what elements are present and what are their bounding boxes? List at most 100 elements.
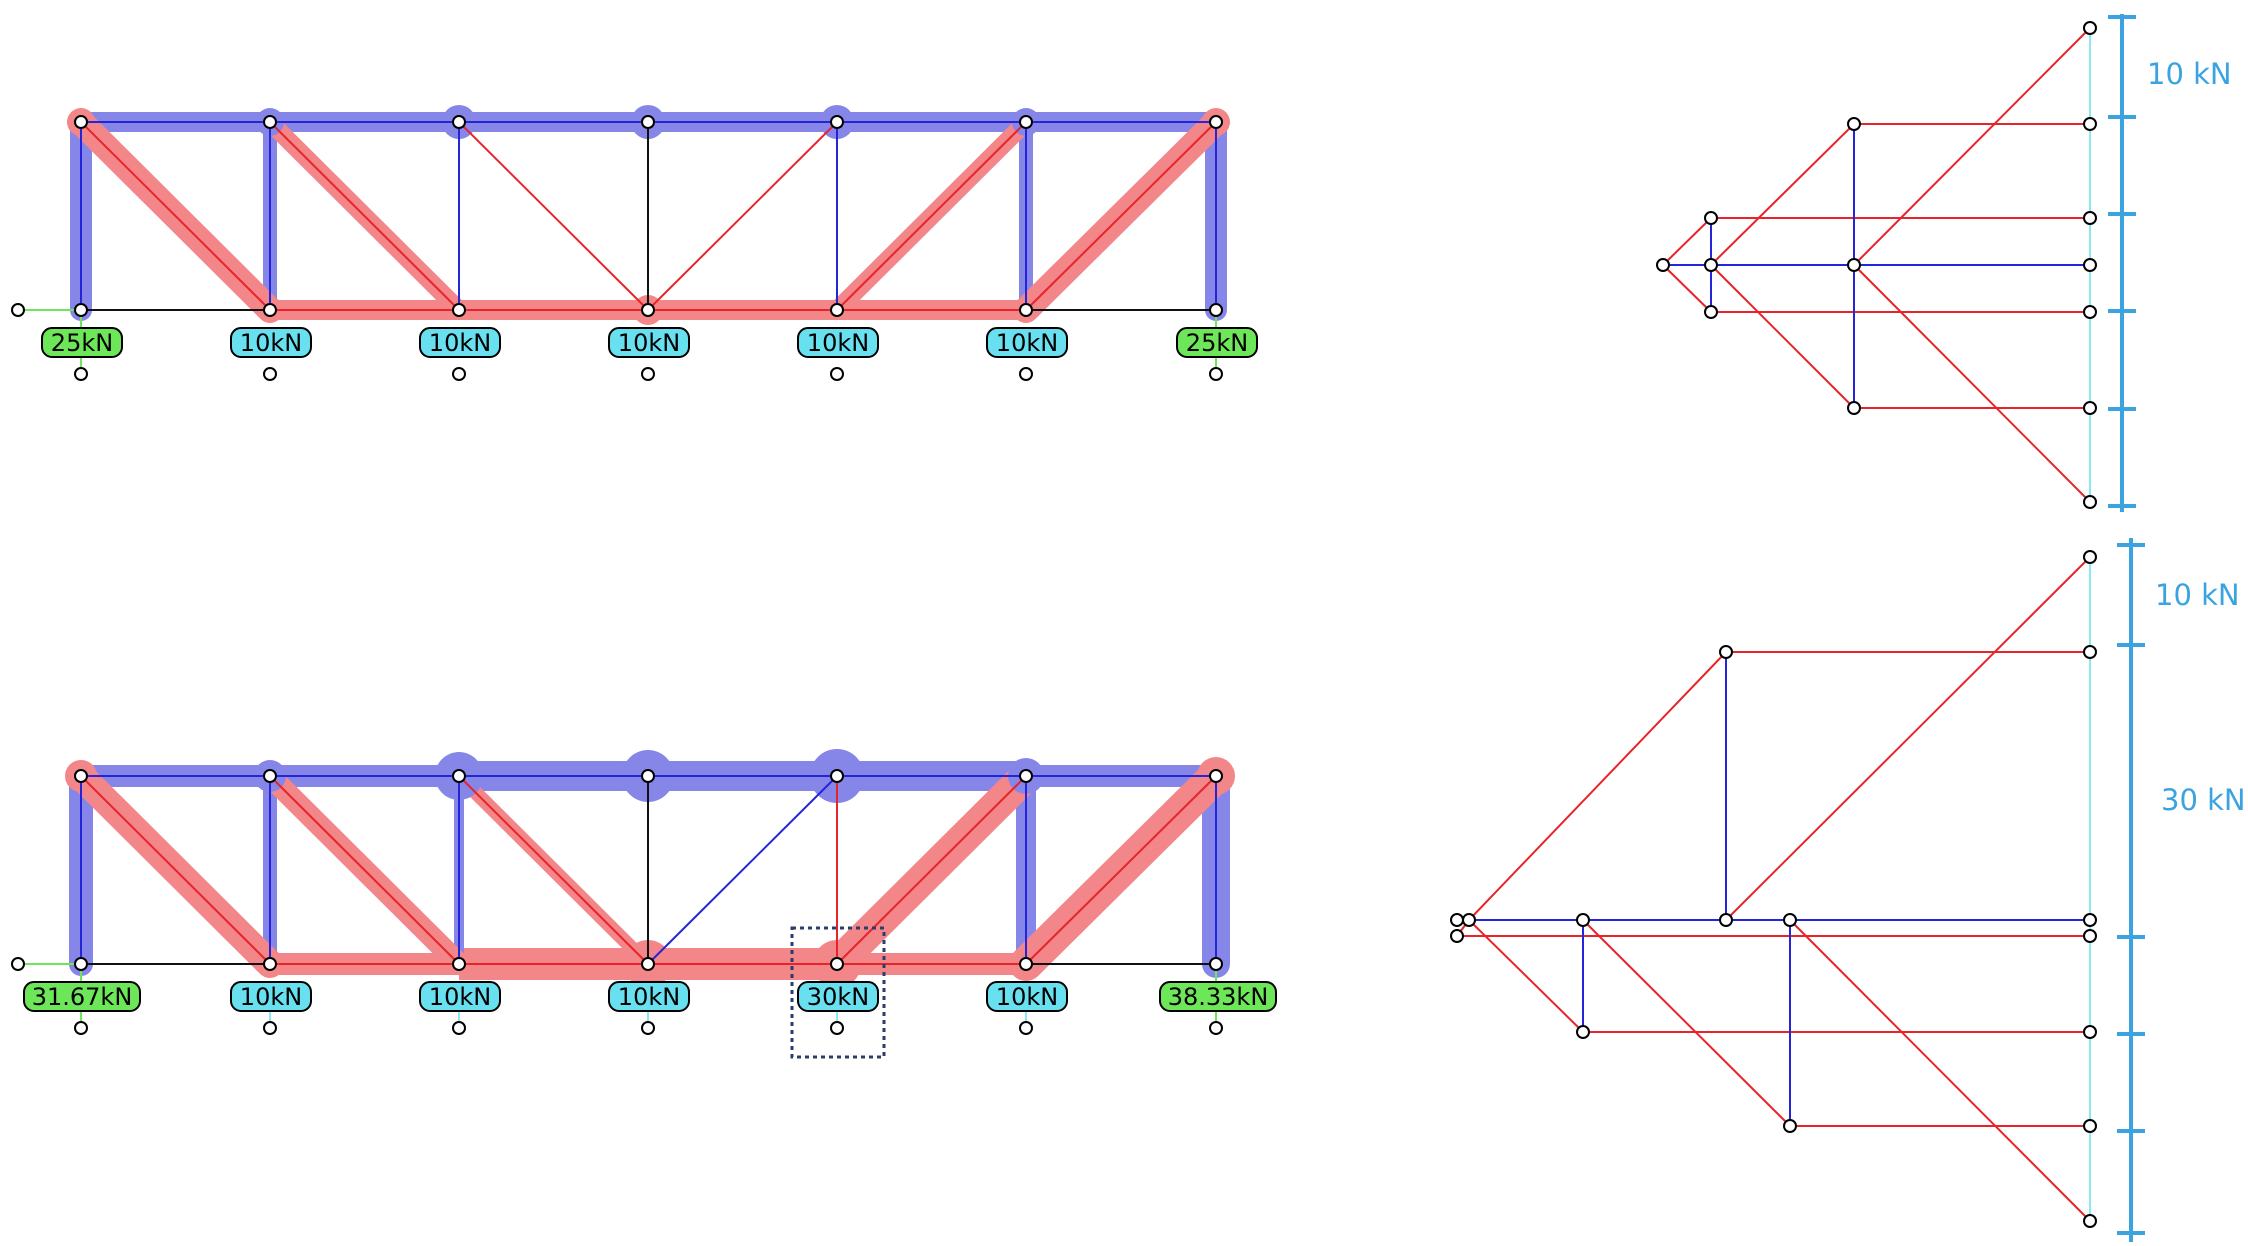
- load-label[interactable]: 10kN: [986, 981, 1068, 1012]
- joint-node[interactable]: [1019, 115, 1033, 129]
- reaction-label-left[interactable]: 31.67kN: [23, 981, 141, 1012]
- joint-node[interactable]: [452, 769, 466, 783]
- joint-node[interactable]: [1019, 769, 1033, 783]
- load-handle[interactable]: [1019, 1021, 1033, 1035]
- joint-node[interactable]: [452, 303, 466, 317]
- selection-box[interactable]: [790, 926, 886, 1059]
- force-node[interactable]: [2083, 645, 2097, 659]
- load-handle[interactable]: [830, 1021, 844, 1035]
- joint-node[interactable]: [74, 303, 88, 317]
- joint-node[interactable]: [11, 303, 25, 317]
- load-handle[interactable]: [74, 1021, 88, 1035]
- force-node[interactable]: [2083, 117, 2097, 131]
- truss-2-load-labels[interactable]: 31.67kN 10kN 10kN 10kN 30kN 10kN: [23, 981, 1277, 1012]
- load-label-selected[interactable]: 30kN: [797, 981, 879, 1012]
- joint-node[interactable]: [641, 769, 655, 783]
- force-node[interactable]: [1704, 258, 1718, 272]
- joint-node[interactable]: [641, 115, 655, 129]
- force-node[interactable]: [1704, 305, 1718, 319]
- truss-2-joints[interactable]: [11, 769, 1223, 1035]
- truss-1-diag-1: [80, 121, 271, 311]
- force-diagram-2-nodes[interactable]: [1450, 550, 2097, 1228]
- load-label[interactable]: 10kN: [230, 327, 312, 358]
- load-handle[interactable]: [1209, 367, 1223, 381]
- force-node[interactable]: [1704, 211, 1718, 225]
- force-node[interactable]: [1719, 645, 1733, 659]
- joint-node[interactable]: [1209, 957, 1223, 971]
- load-value: 10kN: [996, 983, 1058, 1011]
- force-node[interactable]: [2083, 929, 2097, 943]
- force-node[interactable]: [1450, 913, 1464, 927]
- force-node[interactable]: [2083, 258, 2097, 272]
- load-handle[interactable]: [1209, 1021, 1223, 1035]
- force-node[interactable]: [2083, 1025, 2097, 1039]
- load-handle[interactable]: [74, 367, 88, 381]
- force-node[interactable]: [1462, 913, 1476, 927]
- joint-node[interactable]: [263, 303, 277, 317]
- load-handle[interactable]: [263, 367, 277, 381]
- force-diagram-1-nodes[interactable]: [1656, 21, 2097, 509]
- load-label[interactable]: 10kN: [608, 327, 690, 358]
- reaction-label-left[interactable]: 25kN: [41, 327, 123, 358]
- force-node[interactable]: [1783, 1119, 1797, 1133]
- joint-node[interactable]: [830, 115, 844, 129]
- force-node[interactable]: [2083, 401, 2097, 415]
- force-node[interactable]: [2083, 1214, 2097, 1228]
- joint-node[interactable]: [830, 769, 844, 783]
- joint-node[interactable]: [452, 957, 466, 971]
- joint-node[interactable]: [1209, 115, 1223, 129]
- joint-node[interactable]: [1019, 303, 1033, 317]
- force-node[interactable]: [2083, 495, 2097, 509]
- load-handle[interactable]: [263, 1021, 277, 1035]
- load-handle[interactable]: [641, 367, 655, 381]
- joint-node[interactable]: [74, 115, 88, 129]
- joint-node[interactable]: [830, 957, 844, 971]
- force-node[interactable]: [1847, 117, 1861, 131]
- force-node[interactable]: [1576, 913, 1590, 927]
- joint-node[interactable]: [1209, 769, 1223, 783]
- load-label[interactable]: 10kN: [797, 327, 879, 358]
- joint-node[interactable]: [74, 957, 88, 971]
- joint-node[interactable]: [641, 957, 655, 971]
- force-node[interactable]: [1450, 929, 1464, 943]
- force-node[interactable]: [2083, 550, 2097, 564]
- force-node[interactable]: [1847, 401, 1861, 415]
- truss-1-joints[interactable]: [11, 115, 1223, 381]
- joint-node[interactable]: [74, 769, 88, 783]
- reaction-label-right[interactable]: 38.33kN: [1159, 981, 1277, 1012]
- joint-node[interactable]: [830, 303, 844, 317]
- load-handle[interactable]: [830, 367, 844, 381]
- joint-node[interactable]: [263, 115, 277, 129]
- truss-1: 25kN 10kN 10kN 10kN 10kN 10kN: [11, 105, 1258, 381]
- force-node[interactable]: [1576, 1025, 1590, 1039]
- load-label[interactable]: 10kN: [230, 981, 312, 1012]
- force-node[interactable]: [1656, 258, 1670, 272]
- joint-node[interactable]: [263, 957, 277, 971]
- joint-node[interactable]: [452, 115, 466, 129]
- load-handle[interactable]: [1019, 367, 1033, 381]
- joint-node[interactable]: [11, 957, 25, 971]
- load-value: 30kN: [807, 983, 869, 1011]
- force-node[interactable]: [2083, 21, 2097, 35]
- force-node[interactable]: [2083, 305, 2097, 319]
- force-node[interactable]: [2083, 1119, 2097, 1133]
- joint-node[interactable]: [263, 769, 277, 783]
- force-node[interactable]: [1783, 913, 1797, 927]
- joint-node[interactable]: [641, 303, 655, 317]
- joint-node[interactable]: [1019, 957, 1033, 971]
- load-label[interactable]: 10kN: [608, 981, 690, 1012]
- load-handle[interactable]: [452, 367, 466, 381]
- load-label[interactable]: 10kN: [419, 327, 501, 358]
- load-value: 10kN: [807, 329, 869, 357]
- truss-1-load-labels[interactable]: 25kN 10kN 10kN 10kN 10kN 10kN: [41, 327, 1258, 358]
- load-label[interactable]: 10kN: [986, 327, 1068, 358]
- reaction-label-right[interactable]: 25kN: [1176, 327, 1258, 358]
- force-node[interactable]: [2083, 913, 2097, 927]
- force-node[interactable]: [1719, 913, 1733, 927]
- force-node[interactable]: [2083, 211, 2097, 225]
- load-handle[interactable]: [452, 1021, 466, 1035]
- joint-node[interactable]: [1209, 303, 1223, 317]
- load-label[interactable]: 10kN: [419, 981, 501, 1012]
- force-node[interactable]: [1847, 258, 1861, 272]
- load-handle[interactable]: [641, 1021, 655, 1035]
